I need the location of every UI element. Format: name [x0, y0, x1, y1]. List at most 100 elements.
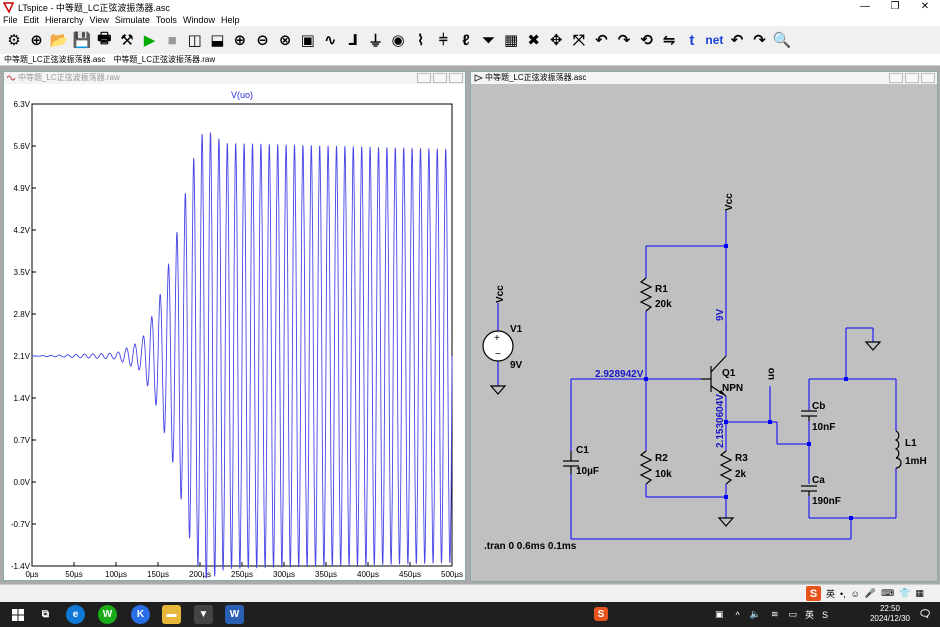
r2-name[interactable]: R2 [655, 453, 668, 464]
c1-value[interactable]: 10µF [576, 466, 599, 477]
cb-name[interactable]: Cb [812, 401, 825, 412]
menu-window[interactable]: Window [182, 15, 215, 25]
r1-name[interactable]: R1 [655, 284, 668, 295]
battery-icon[interactable]: ▭ [788, 609, 798, 619]
v1-value[interactable]: 9V [510, 360, 523, 371]
r1-value[interactable]: 20k [655, 299, 672, 310]
taskbar-clock[interactable]: 22:50 2024/12/30 [870, 604, 910, 624]
text-icon[interactable]: t [689, 31, 695, 49]
tray-ime-label[interactable]: 英 [805, 610, 815, 620]
zoom-full-icon[interactable]: ⊗ [278, 32, 292, 49]
settings-gear-icon[interactable]: ⚙ [7, 32, 21, 49]
undo-icon[interactable]: ↶ [595, 32, 608, 49]
volume-icon[interactable]: 🔈 [749, 609, 761, 619]
uo-label[interactable]: uo [766, 368, 777, 380]
trace-label[interactable]: V(uo) [231, 90, 253, 100]
r3-value[interactable]: 2k [735, 469, 747, 480]
zoom-out-icon[interactable]: ⊖ [256, 32, 269, 49]
rotate-icon[interactable]: ⟲ [640, 32, 653, 49]
save-icon[interactable]: 💾 [72, 32, 92, 49]
word-icon[interactable]: W [225, 605, 244, 624]
find-icon[interactable]: 🔍 [772, 32, 792, 49]
autorange-icon[interactable]: ▣ [300, 32, 315, 49]
diode-icon[interactable]: ⏷ [482, 31, 495, 49]
cb-value[interactable]: 10nF [812, 422, 835, 433]
windows-start-icon[interactable] [8, 605, 27, 624]
waveform-icon[interactable]: ∿ [324, 32, 337, 49]
component-icon[interactable]: ▦ [503, 32, 519, 49]
waveform-minimize-button[interactable] [417, 73, 431, 83]
schematic-restore-button[interactable] [905, 73, 919, 83]
ca-name[interactable]: Ca [812, 475, 825, 486]
sogou-logo-icon[interactable]: S [806, 586, 821, 601]
app-k-icon[interactable]: K [131, 605, 150, 624]
tile-vertical-icon[interactable]: ◫ [187, 32, 202, 49]
zoom-in-icon[interactable]: ⊕ [233, 32, 247, 49]
tran-directive[interactable]: .tran 0 0.6ms 0.1ms [484, 541, 577, 552]
wifi-icon[interactable]: ≋ [770, 609, 779, 619]
menu-simulate[interactable]: Simulate [114, 15, 150, 25]
c1-name[interactable]: C1 [576, 445, 589, 456]
vcc-top-label[interactable]: Vcc [724, 193, 735, 211]
close-button[interactable]: ✕ [920, 1, 930, 12]
drag-icon[interactable]: ⤧ [572, 31, 585, 49]
v1-name[interactable]: V1 [510, 324, 523, 335]
halt-icon[interactable]: ■ [167, 31, 177, 49]
waveform-plot[interactable]: V(uo) 6.3V5.6V4.9V4.2V3.5V2.8V2.1V1.4V0.… [6, 88, 464, 578]
ime-punct-icon[interactable]: •, [840, 588, 846, 599]
wechat-icon[interactable]: W [98, 605, 117, 624]
ime-emoji-icon[interactable]: ☺ [850, 588, 860, 599]
resistor-icon[interactable]: ⌇ [417, 32, 425, 49]
menu-edit[interactable]: Edit [23, 15, 40, 25]
task-view-icon[interactable]: ⧉ [41, 609, 50, 620]
run-icon[interactable]: ▶ [143, 32, 156, 49]
ca-value[interactable]: 190nF [812, 496, 841, 507]
capacitor-icon[interactable]: ⫩ [438, 31, 448, 49]
undo-arrow-icon[interactable]: ↶ [730, 32, 744, 49]
open-folder-icon[interactable]: 📂 [49, 32, 69, 49]
menu-hierarchy[interactable]: Hierarchy [45, 15, 84, 25]
open-schematic-icon[interactable]: ⊕ [30, 32, 43, 49]
ime-menu-icon[interactable]: ▦ [915, 588, 924, 598]
spice-directive-icon[interactable]: net [705, 33, 724, 47]
edge-browser-icon[interactable]: e [66, 605, 85, 624]
wire-icon[interactable]: ⅃ [348, 32, 358, 49]
ime-keyboard-icon[interactable]: ⌨ [881, 588, 895, 598]
inductor-icon[interactable]: ℓ [462, 31, 470, 49]
move-icon[interactable]: ✥ [549, 32, 563, 49]
tray-app-icon[interactable]: ▣ [715, 609, 724, 619]
l1-value[interactable]: 1mH [905, 456, 927, 467]
ime-skin-icon[interactable]: 👕 [899, 588, 911, 598]
waveform-restore-button[interactable] [433, 73, 447, 83]
ltspice-taskbar-icon[interactable]: ▼ [194, 605, 213, 624]
ime-language[interactable]: 英 [826, 589, 836, 599]
redo-icon[interactable]: ↷ [617, 32, 631, 49]
sogou-tray-icon[interactable]: S [594, 607, 608, 621]
file-explorer-icon[interactable]: ▬ [162, 605, 181, 624]
r3-name[interactable]: R3 [735, 453, 748, 464]
ground-icon[interactable]: ⏚ [367, 32, 383, 50]
r2-value[interactable]: 10k [655, 469, 672, 480]
tray-expand-icon[interactable]: ^ [735, 609, 740, 620]
delete-icon[interactable]: ✖ [527, 32, 540, 49]
control-panel-icon[interactable]: ⚒ [120, 32, 134, 49]
mirror-icon[interactable]: ⇋ [662, 32, 676, 49]
tray-sogou-icon[interactable]: S [822, 609, 829, 620]
schematic-close-button[interactable] [921, 73, 935, 83]
ime-mic-icon[interactable]: 🎤 [864, 588, 877, 598]
label-icon[interactable]: ◉ [391, 32, 405, 49]
menu-help[interactable]: Help [220, 15, 240, 25]
l1-name[interactable]: L1 [905, 438, 917, 449]
minimize-button[interactable]: — [860, 1, 870, 12]
menu-file[interactable]: File [3, 15, 18, 25]
schematic-canvas[interactable]: + − Vcc Vcc V1 9V R1 20k R2 [471, 86, 937, 581]
tile-horizontal-icon[interactable]: ⬓ [210, 32, 225, 49]
notification-icon[interactable]: 🗨 [918, 609, 932, 620]
menu-view[interactable]: View [89, 15, 109, 25]
tab-schematic[interactable]: 中等题_LC正弦波振荡器.asc [4, 55, 106, 64]
waveform-close-button[interactable] [449, 73, 463, 83]
v1-net-label[interactable]: Vcc [495, 285, 506, 303]
restore-button[interactable]: ❐ [890, 1, 900, 12]
tab-waveform[interactable]: 中等题_LC正弦波振荡器.raw [113, 55, 216, 64]
q1-model[interactable]: NPN [722, 383, 743, 394]
